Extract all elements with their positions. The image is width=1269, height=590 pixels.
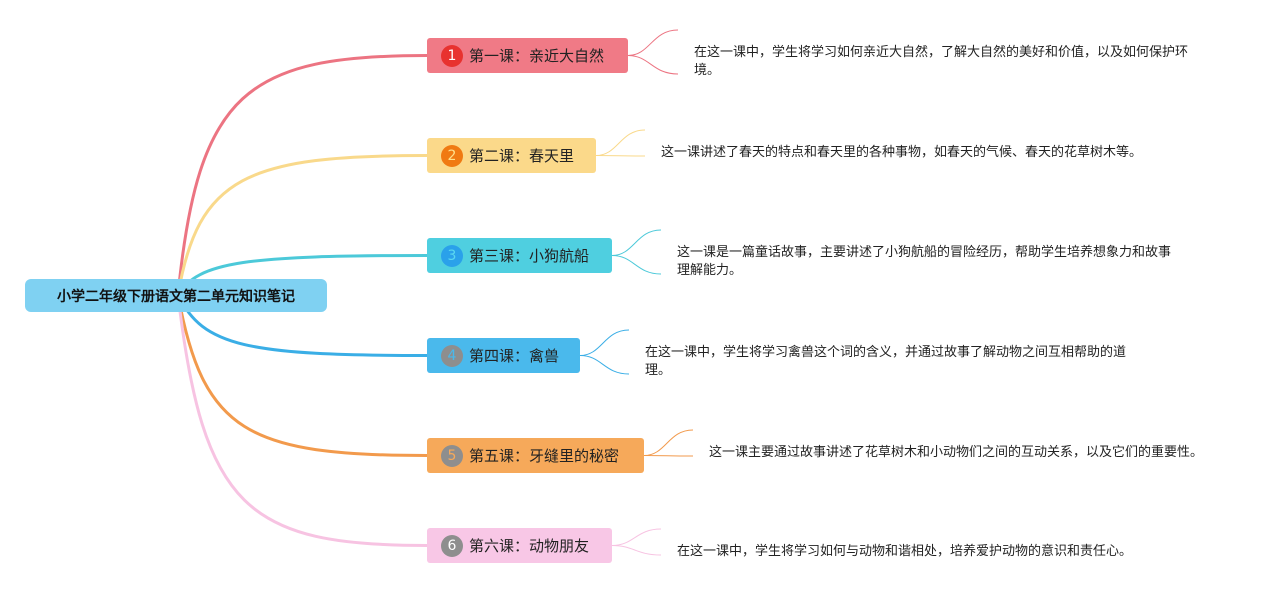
number-badge-icon: 3 [441,244,463,267]
lesson-node-5[interactable]: 5 第五课：牙缝里的秘密 [427,438,644,473]
lesson-title: 第一课：亲近大自然 [469,47,605,65]
lesson-title: 第二课：春天里 [469,147,575,165]
lesson-node-4[interactable]: 4 第四课：禽兽 [427,338,580,373]
branch-line-2 [176,154,429,297]
lesson-title: 第三课：小狗航船 [469,247,590,265]
lesson-node-3[interactable]: 3 第三课：小狗航船 [427,238,612,273]
lesson-description-3: 这一课是一篇童话故事，主要讲述了小狗航船的冒险经历，帮助学生培养想象力和故事理解… [677,245,1172,278]
lesson-title: 第五课：牙缝里的秘密 [469,447,620,465]
number-badge-icon: 1 [441,44,463,67]
description-bracket-1 [627,29,679,75]
lesson-description-5: 这一课主要通过故事讲述了花草树木和小动物们之间的互动关系，以及它们的重要性。 [709,445,1204,460]
number-badge-icon: 5 [441,444,463,467]
lesson-title: 第四课：禽兽 [469,347,560,365]
branch-line-6 [176,293,429,547]
number-badge-icon: 4 [441,344,463,367]
lesson-node-2[interactable]: 2 第二课：春天里 [427,138,596,173]
description-bracket-4 [579,329,630,375]
lesson-description-2: 这一课讲述了春天的特点和春天里的各种事物，如春天的气候、春天的花草树木等。 [661,145,1143,160]
description-bracket-6 [611,528,662,556]
description-bracket-2 [595,129,646,157]
branch-line-5 [176,293,429,457]
lesson-node-6[interactable]: 6 第六课：动物朋友 [427,528,612,563]
root-topic[interactable]: 小学二年级下册语文第二单元知识笔记 [25,279,327,312]
branch-line-4 [176,293,429,357]
branch-line-1 [176,54,429,297]
lesson-description-4: 在这一课中，学生将学习禽兽这个词的含义，并通过故事了解动物之间互相帮助的道理。 [645,345,1127,378]
lesson-description-1: 在这一课中，学生将学习如何亲近大自然，了解大自然的美好和价值，以及如何保护环境。 [694,45,1189,78]
lesson-node-1[interactable]: 1 第一课：亲近大自然 [427,38,628,73]
description-bracket-5 [643,429,694,457]
lesson-description-6: 在这一课中，学生将学习如何与动物和谐相处，培养爱护动物的意识和责任心。 [677,544,1133,559]
number-badge-icon: 2 [441,144,463,167]
lesson-title: 第六课：动物朋友 [469,537,590,555]
number-badge-icon: 6 [441,534,463,557]
root-topic-label: 小学二年级下册语文第二单元知识笔记 [57,288,295,305]
description-bracket-3 [611,229,662,275]
